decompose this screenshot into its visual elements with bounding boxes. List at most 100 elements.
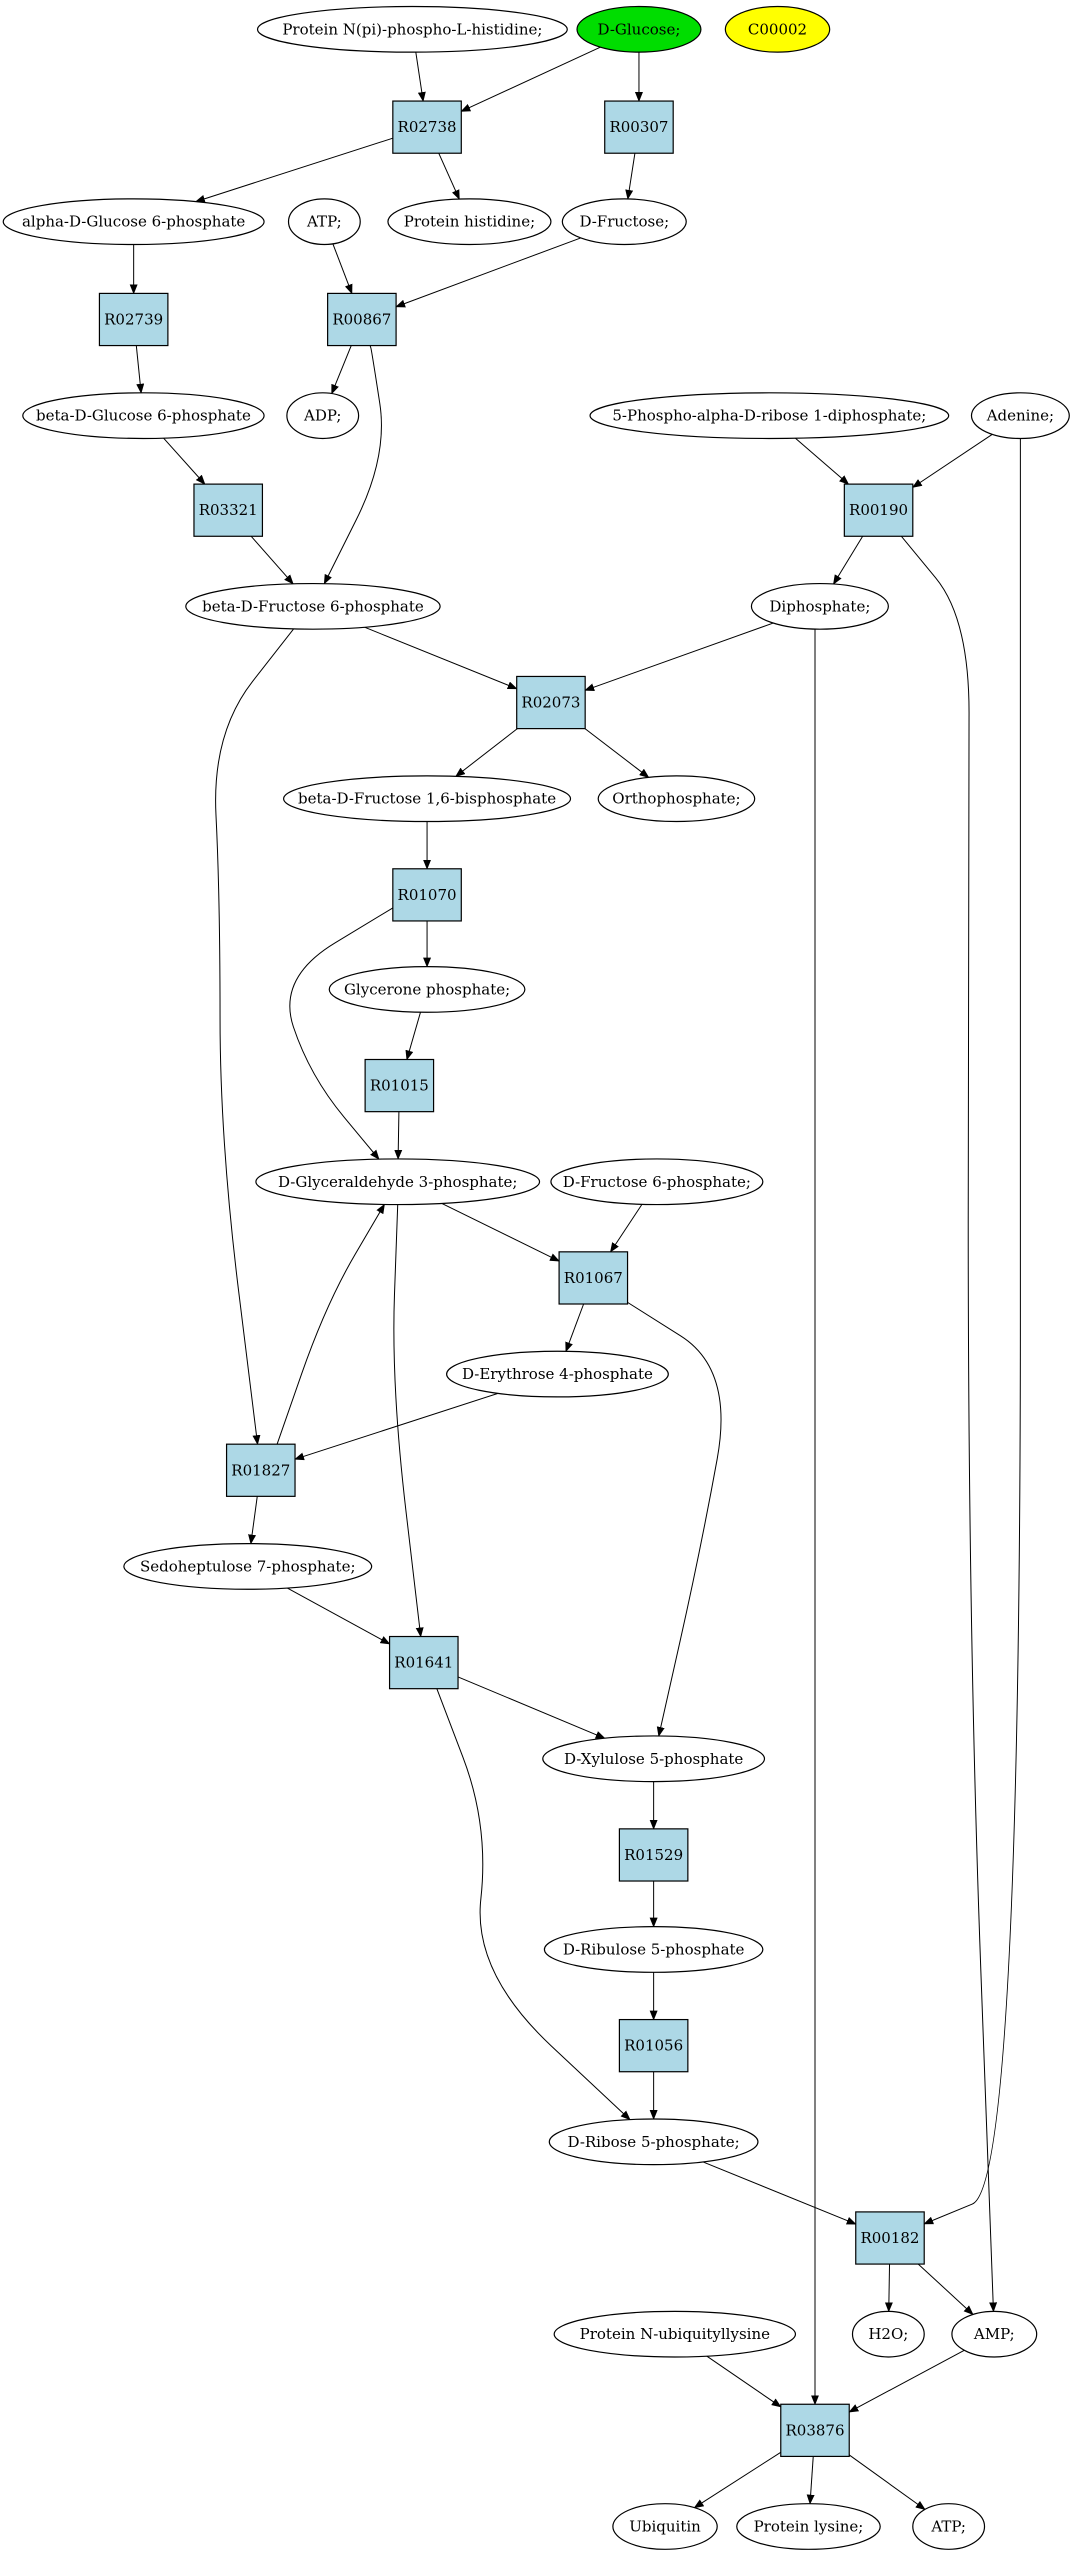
reaction-node-r02738[interactable]: R02738 [392, 100, 462, 154]
node-label: R01641 [394, 1654, 453, 1672]
compound-node-bglc6p[interactable]: beta-D-Glucose 6-phosphate [22, 392, 265, 440]
edge-R00190-to-amp [900, 535, 998, 2313]
node-label: ATP; [930, 2518, 966, 2536]
compound-node-protein-npi[interactable]: Protein N(pi)-phospho-L-histidine; [256, 5, 568, 53]
reaction-box [855, 2211, 925, 2265]
compound-node-atp2[interactable]: ATP; [912, 2503, 986, 2550]
compound-node-r5p[interactable]: D-Ribose 5-phosphate; [548, 2118, 759, 2166]
node-label: D-Erythrose 4-phosphate [462, 1365, 653, 1383]
compound-node-h2o[interactable]: H2O; [851, 2310, 925, 2358]
edge-s7p-to-R01641 [287, 1587, 391, 1645]
node-label: D-Ribose 5-phosphate; [568, 2133, 740, 2151]
reaction-node-r01067[interactable]: R01067 [558, 1251, 629, 1305]
compound-node-ru5p[interactable]: D-Ribulose 5-phosphate [543, 1926, 764, 1973]
compound-ellipse [328, 965, 526, 1013]
node-label: D-Glyceraldehyde 3-phosphate; [278, 1173, 517, 1191]
reaction-node-r00867[interactable]: R00867 [327, 292, 397, 347]
node-label: R01827 [231, 1461, 290, 1479]
node-label: H2O; [868, 2325, 908, 2343]
reaction-node-r02739[interactable]: R02739 [98, 292, 169, 347]
compound-node-gap[interactable]: D-Glyceraldehyde 3-phosphate; [255, 1158, 541, 1206]
compound-node-prot-ub[interactable]: Protein N-ubiquityllysine [553, 2310, 797, 2358]
node-label: beta-D-Fructose 6-phosphate [202, 597, 424, 615]
compound-node-e4p[interactable]: D-Erythrose 4-phosphate [446, 1350, 669, 1398]
edge-R00182-to-amp [917, 2263, 974, 2316]
reaction-node-r01529[interactable]: R01529 [618, 1828, 689, 1882]
compound-ellipse [736, 2503, 881, 2550]
compound-ellipse [283, 775, 572, 823]
reaction-box [193, 483, 264, 537]
node-label: D-Xylulose 5-phosphate [564, 1750, 743, 1768]
node-label: R02738 [398, 118, 457, 136]
compound-node-dfru6p[interactable]: D-Fructose 6-phosphate; [550, 1158, 764, 1206]
reaction-node-r01056[interactable]: R01056 [618, 2018, 689, 2073]
reaction-node-r00307[interactable]: R00307 [604, 100, 674, 154]
node-label: Adenine; [986, 407, 1054, 425]
node-label: D-Ribulose 5-phosphate [563, 1940, 745, 1958]
edge-bfru6p-to-R01827 [215, 628, 295, 1446]
reaction-box [843, 483, 914, 537]
compound-node-bfru6p[interactable]: beta-D-Fructose 6-phosphate [185, 582, 441, 630]
compound-node-ortho[interactable]: Orthophosphate; [597, 775, 756, 823]
compound-node-glycerone[interactable]: Glycerone phosphate; [328, 965, 526, 1013]
compound-node-bfru16bp[interactable]: beta-D-Fructose 1,6-bisphosphate [283, 775, 572, 823]
node-label: R01070 [398, 886, 457, 904]
edge-R02739-to-bglc6p [135, 345, 145, 394]
node-label: Sedoheptulose 7-phosphate; [140, 1557, 356, 1575]
compound-node-adp[interactable]: ADP; [286, 392, 360, 440]
node-label: AMP; [973, 2325, 1015, 2343]
node-label: R00190 [849, 501, 908, 519]
compound-node-atp1[interactable]: ATP; [287, 198, 361, 246]
reaction-node-r01070[interactable]: R01070 [392, 868, 462, 922]
compound-node-c00002[interactable]: C00002 [724, 5, 831, 53]
compound-node-prot-lys[interactable]: Protein lysine; [736, 2503, 881, 2550]
edge-bfru6p-to-R02073 [364, 626, 518, 690]
edge-R01641-to-xu5p [457, 1676, 606, 1739]
node-label: D-Fructose; [579, 213, 669, 231]
node-label: R00307 [609, 118, 668, 136]
compound-node-adenine[interactable]: Adenine; [970, 392, 1070, 440]
reaction-box [618, 2018, 689, 2073]
reaction-box [558, 1251, 629, 1305]
compound-node-s7p[interactable]: Sedoheptulose 7-phosphate; [123, 1543, 373, 1590]
reaction-node-r01827[interactable]: R01827 [225, 1443, 296, 1497]
edge-R01067-to-xu5p [627, 1301, 722, 1737]
compound-node-prpp[interactable]: 5-Phospho-alpha-D-ribose 1-diphosphate; [589, 392, 950, 440]
compound-node-amp[interactable]: AMP; [951, 2310, 1038, 2358]
compound-node-dfructose[interactable]: D-Fructose; [561, 198, 687, 246]
node-label: R01067 [564, 1269, 623, 1287]
node-label: Protein N-ubiquityllysine [580, 2325, 770, 2343]
node-label: R02073 [521, 694, 580, 712]
compound-node-xu5p[interactable]: D-Xylulose 5-phosphate [542, 1735, 766, 1783]
edge-R03876-to-prot_lys [806, 2456, 815, 2505]
node-label: Glycerone phosphate; [344, 980, 510, 998]
edge-diphosphate-to-R02073 [584, 622, 774, 692]
compound-ellipse [548, 2118, 759, 2166]
node-label: Protein lysine; [754, 2518, 864, 2536]
reaction-node-r03321[interactable]: R03321 [193, 483, 264, 537]
edge-R02073-to-ortho [584, 728, 650, 778]
reaction-node-r01641[interactable]: R01641 [388, 1635, 459, 1690]
node-label: alpha-D-Glucose 6-phosphate [22, 213, 245, 231]
reaction-node-r02073[interactable]: R02073 [516, 675, 586, 730]
compound-ellipse [851, 2310, 925, 2358]
edge-R01067-to-e4p [565, 1303, 585, 1353]
reaction-box [392, 100, 462, 154]
compound-ellipse [256, 5, 568, 53]
compound-node-diphosphate[interactable]: Diphosphate; [750, 582, 889, 630]
edge-R01015-to-gap [394, 1111, 403, 1160]
reaction-node-r00190[interactable]: R00190 [843, 483, 914, 537]
reaction-node-r03876[interactable]: R03876 [780, 2403, 850, 2458]
compound-node-ubiquitin[interactable]: Ubiquitin [612, 2503, 718, 2550]
compound-node-dglucose[interactable]: D-Glucose; [576, 5, 702, 53]
compound-node-aglc6p[interactable]: alpha-D-Glucose 6-phosphate [2, 198, 265, 246]
node-label: beta-D-Fructose 1,6-bisphosphate [298, 790, 556, 808]
reaction-node-r00182[interactable]: R00182 [855, 2211, 925, 2265]
reaction-box [516, 675, 586, 730]
compound-ellipse [750, 582, 889, 630]
node-label: R03876 [785, 2421, 844, 2439]
edge-bglc6p-to-R03321 [163, 437, 206, 485]
edge-dglucose-to-R02738 [460, 46, 601, 112]
reaction-node-r01015[interactable]: R01015 [364, 1058, 435, 1113]
compound-node-prot-his[interactable]: Protein histidine; [387, 198, 552, 246]
